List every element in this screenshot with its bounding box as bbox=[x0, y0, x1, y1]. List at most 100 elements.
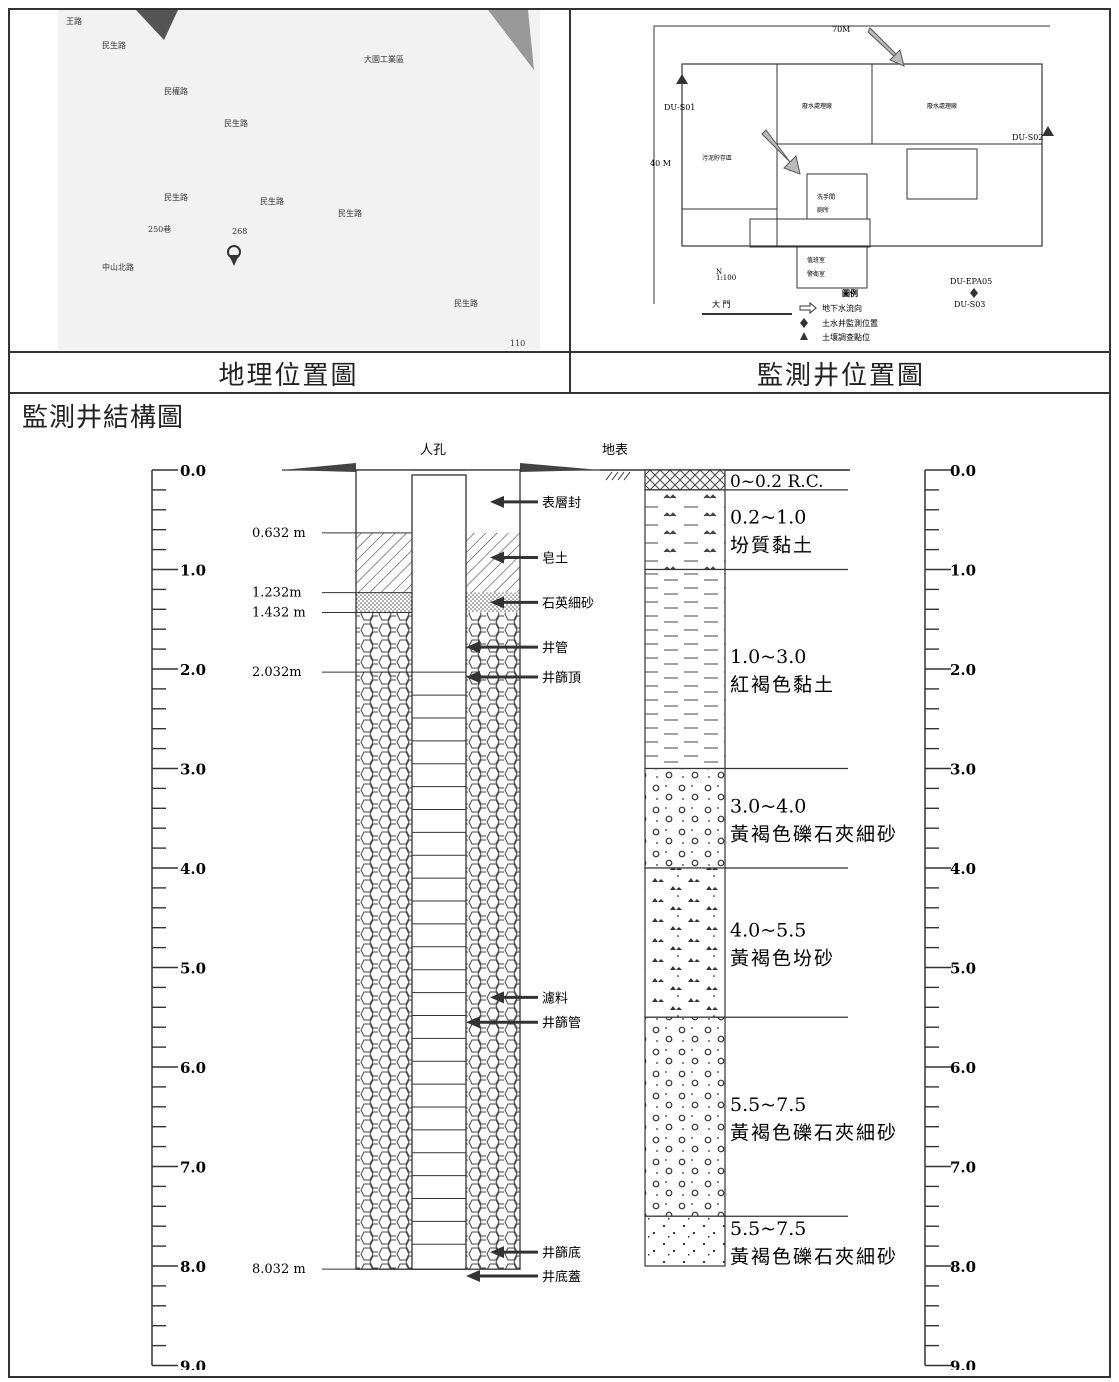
flow-arrow-icon bbox=[761, 129, 801, 175]
depth-scale-left: 0.01.02.03.04.05.06.07.08.09.0 bbox=[151, 462, 206, 1370]
soil-desc-label: 黃褐色礫石夾細砂 bbox=[730, 1246, 898, 1268]
scale-tick-label: 2.0 bbox=[950, 661, 976, 679]
annulus-fill bbox=[356, 532, 412, 593]
map-label: 民生路 bbox=[224, 118, 248, 128]
soil-layer-rc bbox=[644, 469, 726, 491]
depth-mark-label: 8.032 m bbox=[252, 1262, 306, 1277]
soil-range-label: 1.0~3.0 bbox=[730, 646, 806, 668]
soil-desc-label: 紅褐色黏土 bbox=[730, 674, 835, 696]
room-label: 洗手間 bbox=[817, 193, 835, 201]
callout-label: 井管 bbox=[542, 641, 568, 656]
panel-divider-bottom bbox=[8, 392, 1111, 394]
surface-arrow-left bbox=[282, 463, 356, 472]
legend-title: 圖例 bbox=[842, 288, 858, 298]
annulus-fill bbox=[356, 592, 412, 613]
scale-tick-label: 5.0 bbox=[950, 960, 976, 978]
document-frame bbox=[8, 8, 1111, 1378]
soil-layer-gravel bbox=[644, 767, 726, 869]
triangle-icon bbox=[800, 332, 808, 340]
scale-tick-label: 8.0 bbox=[180, 1258, 206, 1276]
callout-label: 井篩管 bbox=[542, 1016, 581, 1031]
soil-desc-label: 黃褐色礫石夾細砂 bbox=[730, 823, 898, 845]
panel-divider-caption bbox=[8, 351, 1111, 353]
soil-layer-gravel bbox=[644, 1016, 726, 1217]
soil-range-label: 4.0~5.5 bbox=[730, 920, 806, 942]
soil-layer-sand bbox=[644, 1215, 726, 1267]
callout-arrowhead bbox=[490, 991, 504, 1004]
scale-tick-label: 4.0 bbox=[180, 860, 206, 878]
gate-label: 大 門 bbox=[712, 299, 731, 309]
callout-arrowhead bbox=[466, 641, 480, 654]
depth-scale-right: 0.01.02.03.04.05.06.07.08.09.0 bbox=[924, 462, 976, 1371]
scale-tick-label: 2.0 bbox=[180, 661, 206, 679]
map-label: 民生路 bbox=[454, 298, 478, 308]
scale-tick-label: 9.0 bbox=[950, 1358, 976, 1371]
site-dim-width: 70M bbox=[832, 25, 850, 34]
room-label: 廢水處理廠 bbox=[802, 102, 832, 110]
well-pipe bbox=[411, 474, 467, 1270]
room-label: 廢水處理廠 bbox=[927, 102, 957, 110]
ground-hatch-mark bbox=[611, 471, 619, 481]
panel-divider-vertical bbox=[569, 8, 571, 393]
soil-range-label: 5.5~7.5 bbox=[730, 1218, 806, 1240]
room-label: 廁所 bbox=[817, 206, 829, 214]
map-label: 民生路 bbox=[260, 196, 284, 206]
ground-hatch-mark bbox=[605, 471, 613, 481]
map-label: 110 bbox=[510, 339, 525, 348]
map-label: 大園工業區 bbox=[364, 54, 404, 64]
soil-range-label: 5.5~7.5 bbox=[730, 1094, 806, 1116]
scale-tick-label: 4.0 bbox=[950, 860, 976, 878]
callout-arrowhead bbox=[466, 1269, 480, 1282]
north-label: N bbox=[716, 268, 722, 276]
legend-item: 土壤調查點位 bbox=[822, 332, 870, 342]
soil-layer-silty-sand bbox=[644, 867, 726, 1018]
map-dark-area bbox=[136, 10, 178, 40]
well-label: DU-EPA05 bbox=[950, 277, 992, 286]
callout-arrowhead bbox=[490, 551, 504, 564]
site-plan: 70M 40 M DU-S01 DU-S02 DU-EPA05 DU-S03 廢… bbox=[632, 14, 1072, 348]
soil-desc-label: 黃褐色坋砂 bbox=[730, 948, 835, 970]
callout-label: 石英細砂 bbox=[542, 596, 594, 611]
well-label: DU-S02 bbox=[1012, 133, 1043, 142]
scale-label: 1:100 bbox=[716, 274, 736, 282]
annulus-fill bbox=[466, 612, 520, 1270]
room-label: 值班室 bbox=[807, 256, 825, 264]
soil-layer-silt-clay bbox=[644, 489, 726, 571]
ground-hatch-mark bbox=[623, 471, 631, 481]
surface-arrow-right bbox=[520, 463, 600, 472]
scale-tick-label: 5.0 bbox=[180, 960, 206, 978]
soil-layer-clay bbox=[644, 568, 726, 770]
site-caption: 監測井位置圖 bbox=[756, 361, 925, 391]
soil-range-label: 3.0~4.0 bbox=[730, 795, 806, 817]
soil-desc-label: 黃褐色礫石夾細砂 bbox=[730, 1122, 898, 1144]
well-structure-diagram: 0.01.02.03.04.05.06.07.08.09.0 0.01.02.0… bbox=[151, 443, 976, 1371]
callout-arrowhead bbox=[490, 495, 504, 508]
scale-tick-label: 1.0 bbox=[180, 562, 206, 580]
map-label: 268 bbox=[232, 227, 247, 236]
soil-range-label: 0~0.2 R.C. bbox=[730, 472, 824, 492]
diamond-icon bbox=[800, 318, 808, 328]
well-label: DU-S01 bbox=[664, 103, 695, 112]
scale-tick-label: 6.0 bbox=[950, 1059, 976, 1077]
scale-tick-label: 0.0 bbox=[950, 462, 976, 480]
site-plan-svg: 70M 40 M DU-S01 DU-S02 DU-EPA05 DU-S03 廢… bbox=[650, 25, 1054, 342]
diamond-icon bbox=[970, 288, 978, 298]
map-gray-area bbox=[488, 10, 534, 70]
scale-tick-label: 7.0 bbox=[180, 1159, 206, 1177]
depth-mark-label: 0.632 m bbox=[252, 526, 306, 541]
soil-column: 0~0.2 R.C. 0.2~1.0 坋質黏土 1.0~3.0 紅褐色黏土 3.0~4.0… bbox=[600, 469, 898, 1268]
annulus-fill bbox=[356, 470, 412, 533]
ground-label: 地表 bbox=[602, 443, 628, 458]
triangle-icon bbox=[1042, 126, 1054, 136]
map-label: 王路 bbox=[66, 16, 82, 26]
callout-arrowhead bbox=[466, 1016, 480, 1029]
scale-tick-label: 6.0 bbox=[180, 1059, 206, 1077]
soil-desc-label: 坋質黏土 bbox=[730, 535, 814, 557]
geo-caption: 地理位置圖 bbox=[218, 361, 359, 391]
depth-mark-label: 2.032m bbox=[252, 665, 302, 680]
flow-arrow-icon bbox=[867, 27, 905, 67]
triangle-icon bbox=[676, 74, 688, 84]
soil-range-label: 0.2~1.0 bbox=[730, 507, 806, 529]
